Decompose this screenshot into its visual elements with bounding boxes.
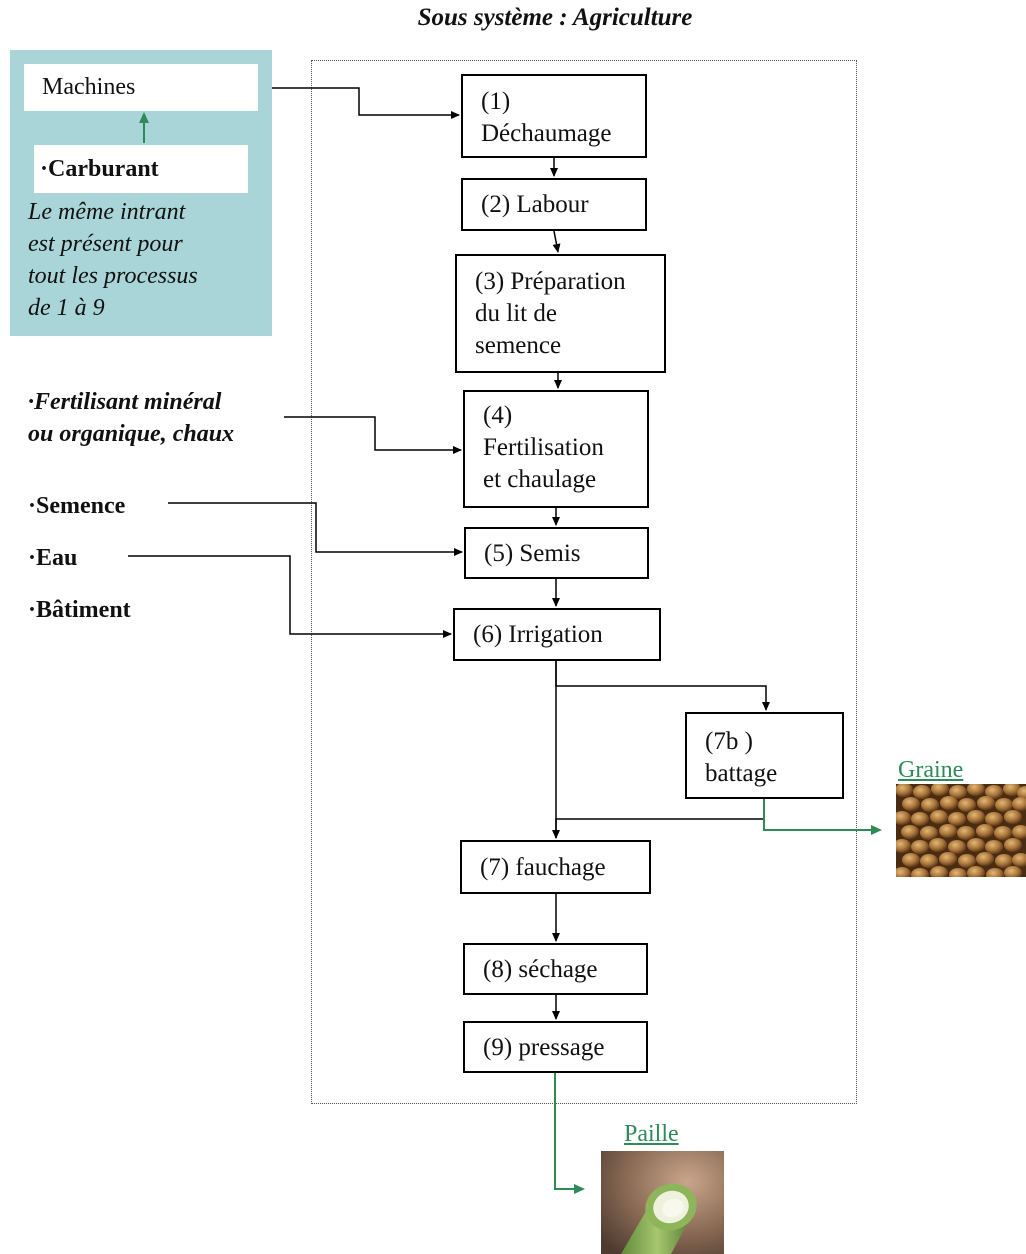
battage-to-graine [763,799,882,835]
note-line: Le même intrant [28,199,186,225]
arrow-2-3 [552,230,561,253]
fertilisant-to-fertilisation [284,416,462,454]
graine-label: Graine [898,757,964,783]
carburant-label: ·Carburant [34,145,248,193]
note-line: est présent pour [28,231,183,257]
machines-label: Machines [24,64,258,111]
process-sechage: (8) séchage [463,943,648,995]
battage-to-fauchage [555,818,764,838]
eau-label: ·Eau [28,545,78,571]
seeds-image [896,784,1026,877]
process-fertilisation: (4) Fertilisation et chaulage [463,390,649,508]
process-labour: (2) Labour [461,178,647,231]
process-pressage: (9) pressage [463,1021,648,1073]
note-line: tout les processus [28,263,198,289]
process-fauchage: (7) fauchage [460,840,651,894]
process-irrigation: (6) Irrigation [453,608,661,661]
input-note: Le même intrant est présent pour tout le… [28,196,268,324]
paille-label: Paille [624,1121,679,1147]
process-preparation-lit: (3) Préparation du lit de semence [455,254,666,373]
machines-to-dechaumage [272,87,460,119]
pressage-to-paille [554,1073,585,1194]
subsystem-frame [311,60,857,1104]
process-dechaumage: (1) Déchaumage [461,74,647,158]
batiment-label: ·Bâtiment [28,597,131,623]
paille-photo [601,1151,724,1254]
process-semis: (5) Semis [464,527,649,579]
eau-to-irrigation [128,555,452,638]
note-line: de 1 à 9 [28,295,105,321]
fertilisant-label: ·Fertilisant minéral ou organique, chaux [28,389,235,447]
diagram-title: Sous système : Agriculture [417,4,693,31]
semence-label: ·Semence [28,493,126,519]
irrigation-to-battage [555,661,770,711]
stem-image [601,1151,724,1254]
process-battage: (7b ) battage [685,712,844,799]
semence-to-semis [168,502,463,556]
graine-photo [896,784,1026,877]
